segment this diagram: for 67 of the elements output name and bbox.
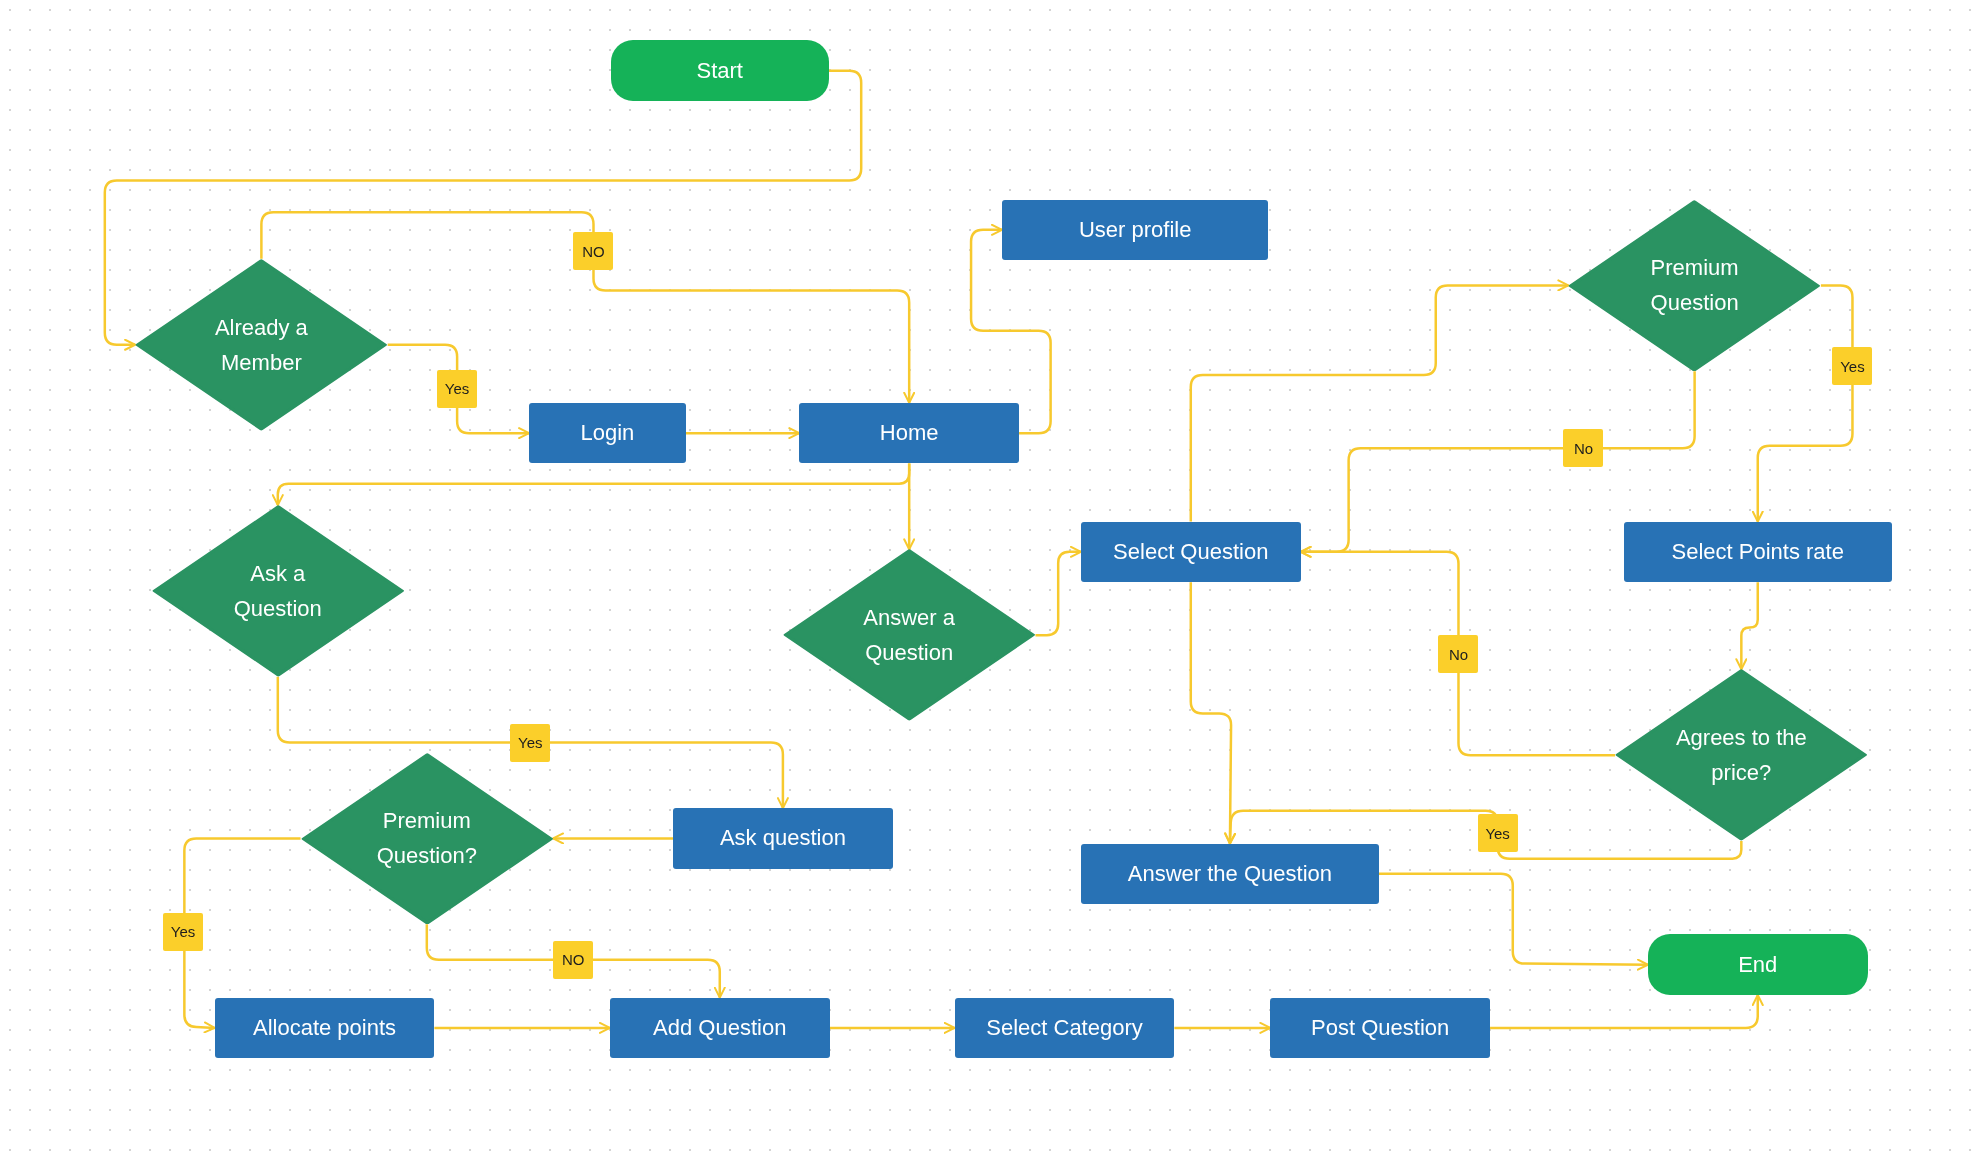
terminal-pill	[1647, 934, 1868, 996]
process-box	[673, 808, 893, 869]
node-label: Already a Member	[213, 313, 309, 377]
connector-arrow	[1189, 279, 1570, 522]
node-label: Home	[879, 419, 939, 447]
edge-label: No	[1563, 429, 1604, 468]
edge-label: Yes	[1477, 814, 1518, 853]
node-label: Login	[580, 419, 635, 447]
decision-diamond	[782, 549, 1036, 722]
connector-arrow	[1174, 1021, 1272, 1034]
process-box	[1080, 521, 1301, 583]
decision-diamond	[151, 505, 405, 677]
connector-arrow	[1035, 545, 1082, 637]
edge-label: Yes	[437, 369, 478, 408]
connector-arrow	[685, 427, 801, 440]
connector-arrow	[1751, 284, 1854, 523]
node-label: Select Question	[1113, 538, 1269, 565]
edge-label: NO	[573, 232, 614, 271]
node-label: Premium Question?	[375, 807, 478, 871]
connector-arrow	[183, 837, 301, 1034]
edge-label: Yes	[163, 912, 204, 951]
node-label: Post Question	[1311, 1014, 1450, 1042]
connector-arrow	[276, 676, 789, 810]
process-box	[954, 997, 1175, 1059]
connector-arrow	[1299, 545, 1616, 757]
connector-arrow	[260, 210, 916, 404]
process-box	[214, 997, 435, 1059]
connector-arrow	[425, 924, 726, 999]
decision-diamond	[1615, 669, 1868, 841]
edge-label: NO	[553, 940, 594, 979]
node-label: Ask a Question	[232, 559, 323, 623]
node-label: Agrees to the price?	[1674, 723, 1808, 788]
node-label: Premium Question	[1649, 254, 1740, 318]
node-label: Start	[696, 57, 743, 84]
process-box	[1623, 521, 1892, 583]
node-label: Select Category	[986, 1014, 1143, 1042]
decision-diamond	[300, 752, 554, 925]
node-label: Ask question	[719, 825, 846, 852]
connector-arrow	[969, 223, 1052, 435]
edge-label: No	[1438, 635, 1479, 674]
connector-arrow	[1735, 582, 1759, 671]
edge-label: Yes	[1832, 347, 1873, 386]
connector-arrow	[103, 69, 863, 351]
process-box	[1002, 199, 1269, 261]
connector-arrow	[1490, 994, 1764, 1030]
node-label: End	[1738, 951, 1778, 978]
edge-label: Yes	[510, 723, 551, 762]
decision-diamond	[1568, 199, 1821, 372]
process-box	[609, 997, 830, 1059]
process-box	[799, 402, 1020, 464]
connector-arrow	[434, 1021, 611, 1034]
node-label: User profile	[1078, 216, 1192, 243]
connector-arrow	[903, 463, 916, 551]
connector-arrow	[1378, 872, 1649, 971]
process-box	[1270, 997, 1491, 1059]
node-label: Add Question	[653, 1014, 787, 1042]
node-label: Select Points rate	[1671, 538, 1844, 565]
terminal-pill	[610, 40, 829, 101]
decision-diamond	[135, 258, 388, 431]
node-label: Answer the Question	[1127, 860, 1332, 887]
process-box	[1080, 843, 1379, 905]
connector-arrow	[552, 832, 674, 845]
connector-arrow	[829, 1021, 956, 1034]
process-box	[529, 402, 686, 464]
connector-arrow	[1189, 582, 1236, 845]
node-label: Answer a Question	[862, 603, 957, 668]
node-label: Allocate points	[252, 1014, 397, 1042]
